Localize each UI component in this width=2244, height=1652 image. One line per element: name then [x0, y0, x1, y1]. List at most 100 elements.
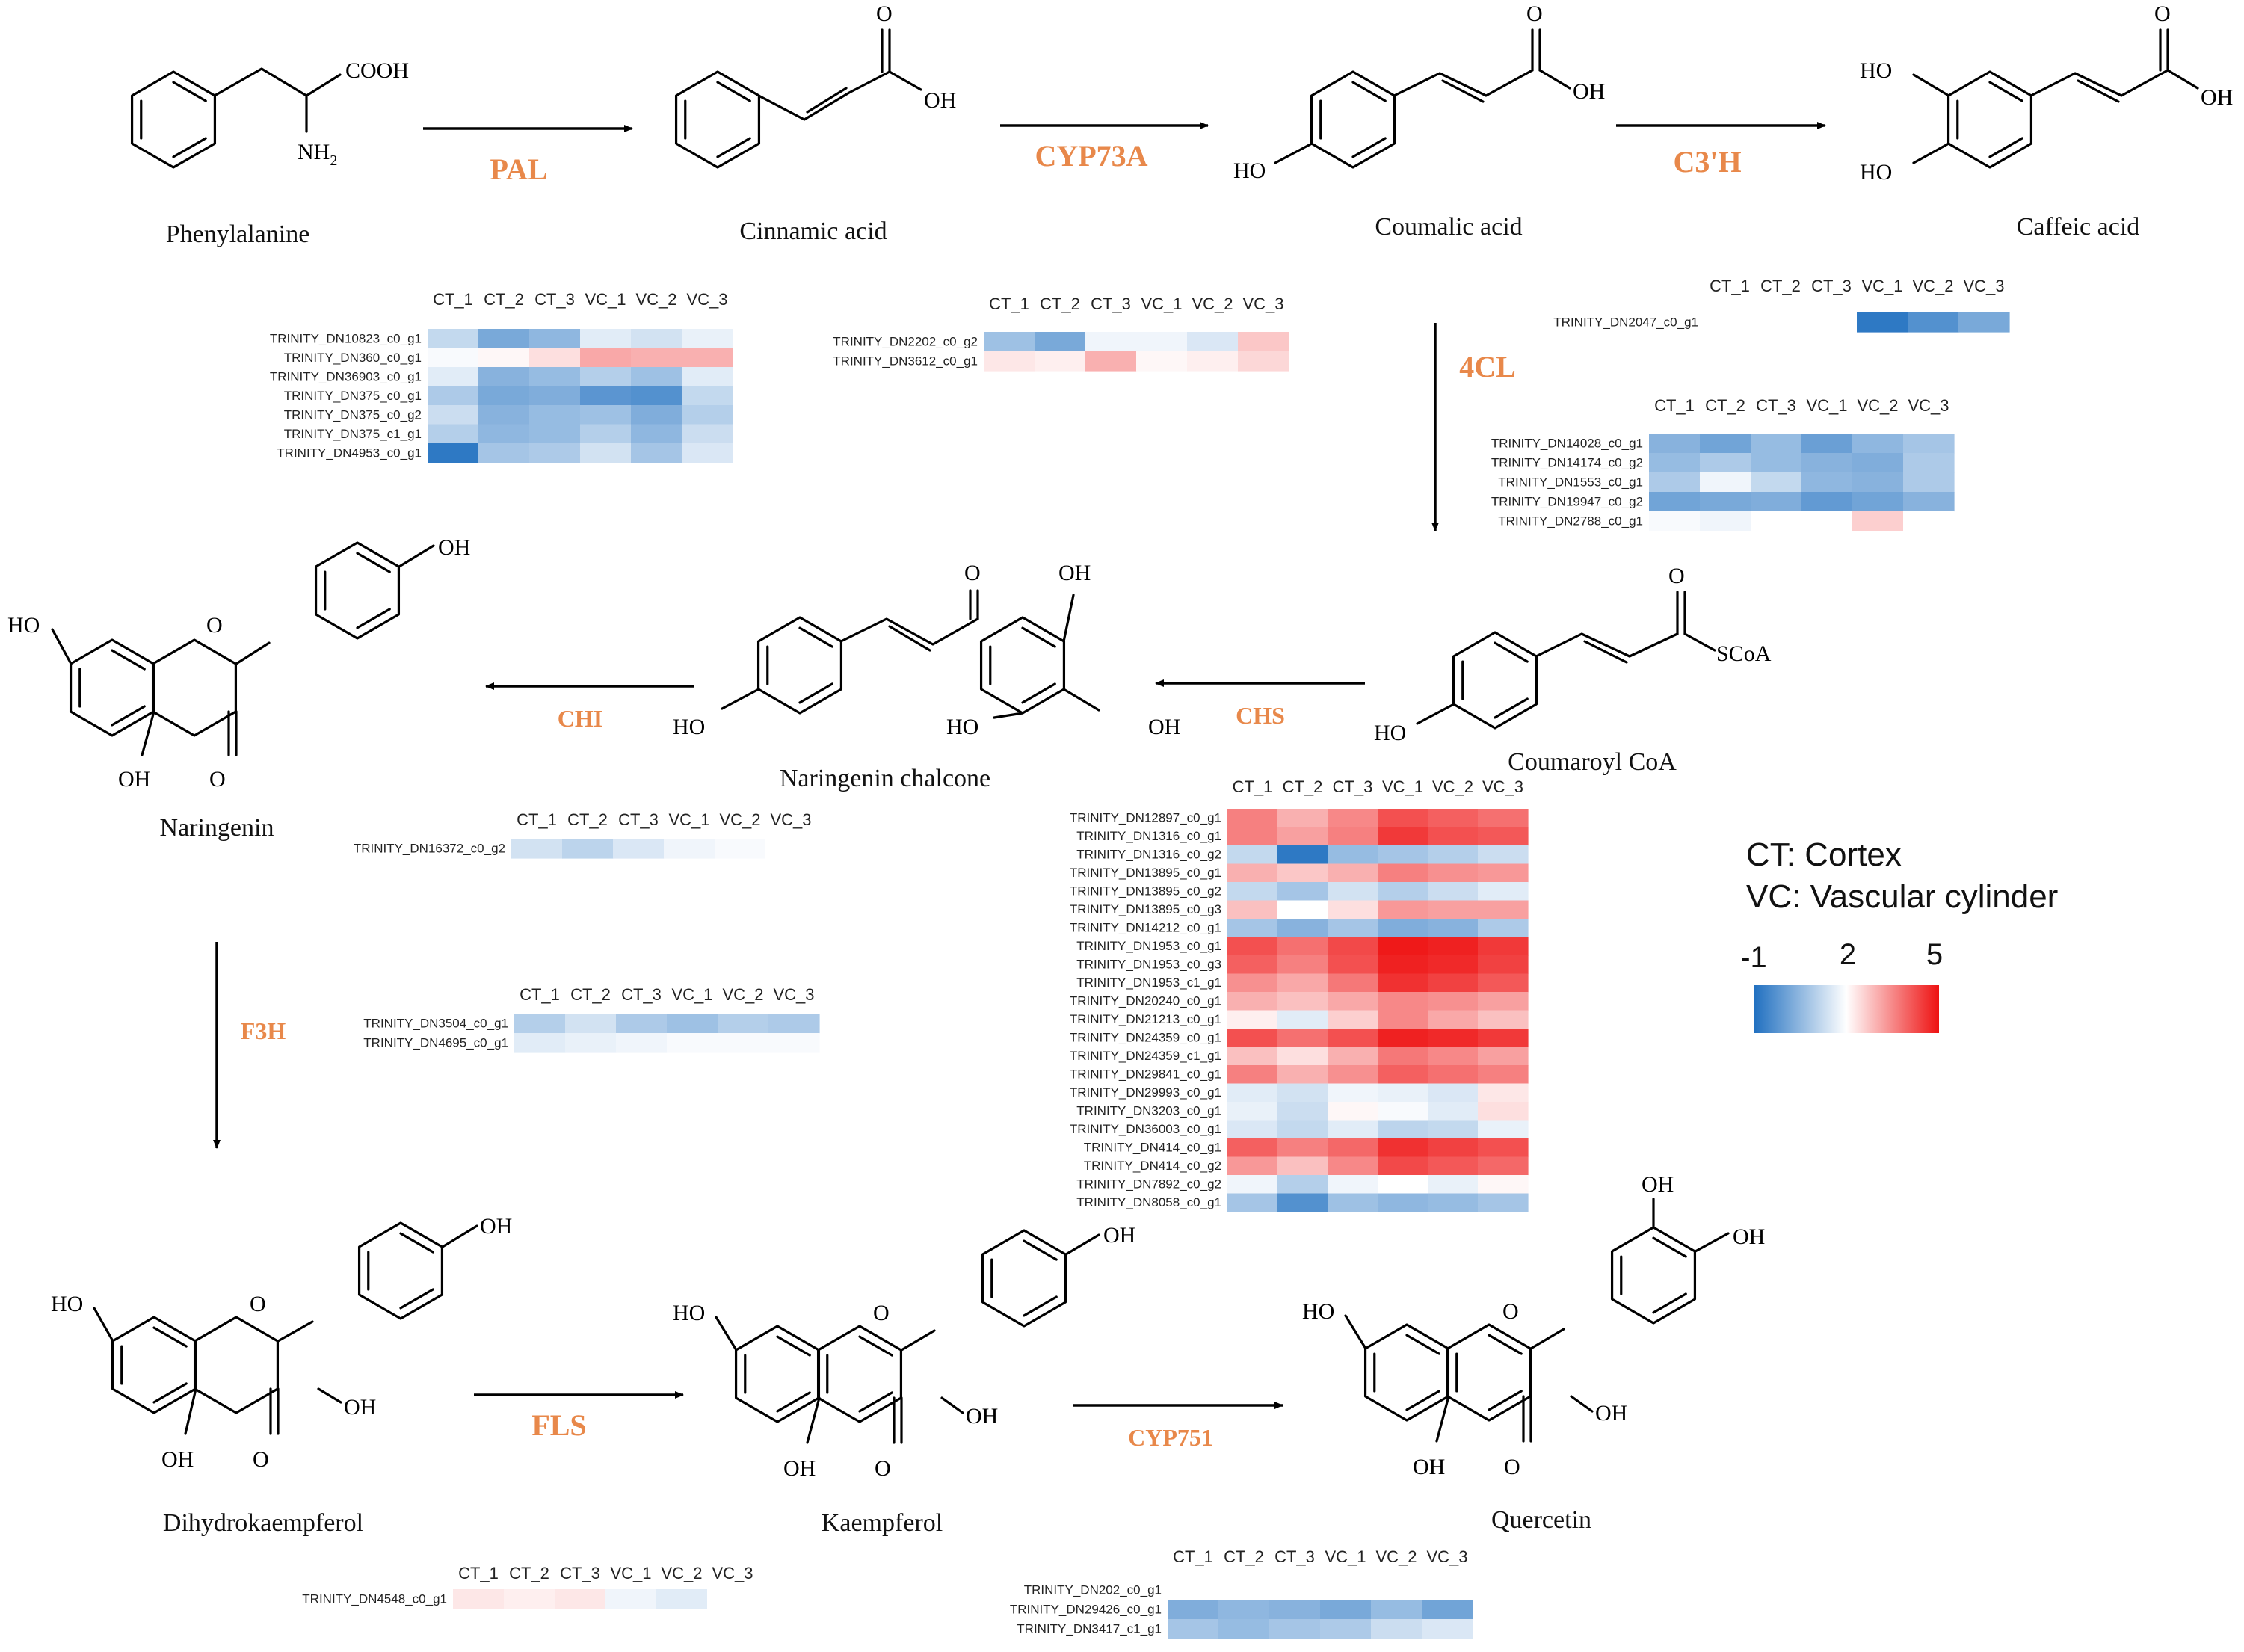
- heatmap-row-label: TRINITY_DN8058_c0_g1: [1076, 1195, 1221, 1209]
- heatmap-cell: [1649, 453, 1701, 473]
- heatmap-cell: [1320, 1619, 1372, 1639]
- heatmap-cell: [1700, 511, 1751, 531]
- heatmap-cell: [664, 839, 715, 859]
- heatmap-row-label: TRINITY_DN1953_c0_g1: [1076, 939, 1221, 953]
- heatmap-cell: [1428, 1083, 1479, 1103]
- heatmap-column-header: VC_3: [1908, 396, 1949, 415]
- heatmap-cell: [562, 839, 614, 859]
- heatmap-cell: [718, 1033, 769, 1053]
- heatmap-cell: [631, 386, 682, 406]
- heatmap-cell: [1328, 1175, 1378, 1195]
- heatmap-cell: [1428, 1047, 1479, 1066]
- atom-o: O: [964, 561, 981, 585]
- reaction-arrows: [213, 122, 1826, 1409]
- heatmap-row-label: TRINITY_DN7892_c0_g2: [1076, 1177, 1221, 1192]
- heatmap-cell: [1751, 492, 1802, 512]
- heatmap-cell: [682, 443, 733, 463]
- heatmap-cell: [580, 386, 632, 406]
- heatmap-cell: [1428, 919, 1479, 938]
- atom-o: O: [209, 767, 226, 792]
- heatmap-row-label: TRINITY_DN29426_c0_g1: [1010, 1603, 1162, 1617]
- heatmap-cell: [529, 386, 581, 406]
- heatmap-cell: [1903, 472, 1955, 493]
- heatmap-cell: [1478, 1029, 1529, 1048]
- heatmap-cell: [1478, 992, 1529, 1011]
- structure-kaempferol: [715, 1229, 1100, 1444]
- heatmap-cell: [1422, 1600, 1473, 1620]
- heatmap-cell: [453, 1589, 505, 1609]
- heatmap-cell: [1378, 1047, 1428, 1066]
- heatmap-cell: [1227, 955, 1278, 975]
- heatmap-cell: [478, 424, 530, 444]
- structure-dihydrokaempferol: [93, 1221, 478, 1435]
- compound-naringenin-chalcone: Naringenin chalcone: [780, 765, 990, 792]
- heatmap-cell: [1277, 937, 1328, 956]
- heatmap-row-label: TRINITY_DN24359_c1_g1: [1070, 1049, 1221, 1063]
- atom-o: O: [1668, 564, 1685, 588]
- atom-oh: OH: [480, 1214, 512, 1239]
- heatmap-column-header: CT_3: [1756, 396, 1796, 415]
- heatmap-cell: [1378, 845, 1428, 865]
- heatmap-cell: [1328, 937, 1378, 956]
- heatmap-row-label: TRINITY_DN14028_c0_g1: [1491, 437, 1643, 451]
- heatmap-cell: [1751, 453, 1802, 473]
- heatmap-cell: [1227, 827, 1278, 846]
- heatmap-cell: [1277, 809, 1328, 828]
- heatmap-cell: [1277, 900, 1328, 919]
- heatmap-column-header: CT_1: [1654, 396, 1695, 415]
- atom-ho: HO: [1374, 721, 1406, 745]
- heatmap-cell: [428, 424, 479, 444]
- heatmap-cell: [1428, 1010, 1479, 1029]
- atom-oh: OH: [1058, 561, 1091, 585]
- heatmap-cell: [1227, 1029, 1278, 1048]
- heatmap-cell: [1903, 453, 1955, 473]
- heatmap-cell: [1649, 492, 1701, 512]
- heatmap-cell: [1852, 472, 1904, 493]
- atom-labels: COOH NH2 O OH O OH HO O OH HO HO O SCoA …: [7, 1, 2233, 1481]
- heatmap-row-label: TRINITY_DN4695_c0_g1: [363, 1036, 508, 1050]
- heatmap-column-header: VC_1: [1861, 277, 1902, 295]
- heatmap-column-header: VC_3: [773, 985, 814, 1004]
- heatmap-cell: [707, 1589, 759, 1609]
- heatmap-cell: [1328, 955, 1378, 975]
- enzyme-c3h: C3'H: [1673, 145, 1741, 179]
- heatmap-cell: [1806, 312, 1858, 333]
- heatmap-cell: [1277, 845, 1328, 865]
- heatmap-cell: [1277, 1102, 1328, 1121]
- heatmap-row-label: TRINITY_DN14174_c0_g2: [1491, 456, 1643, 470]
- heatmap-column-header: CT_3: [1091, 295, 1131, 313]
- heatmap-cell: [1852, 434, 1904, 454]
- heatmap-cell: [718, 1014, 769, 1034]
- atom-o: O: [250, 1292, 266, 1316]
- compound-quercetin: Quercetin: [1491, 1506, 1591, 1534]
- heatmap-cell: [1277, 973, 1328, 993]
- heatmap-cell: [1277, 1065, 1328, 1085]
- molecule-structures: [51, 28, 2199, 1444]
- compound-kaempferol: Kaempferol: [822, 1509, 943, 1537]
- heatmap-column-header: CT_2: [509, 1564, 549, 1582]
- heatmap-cell: [1700, 472, 1751, 493]
- heatmap-cell: [1478, 1120, 1529, 1139]
- heatmap-row-label: TRINITY_DN10823_c0_g1: [270, 331, 422, 345]
- heatmap-cell: [1378, 973, 1428, 993]
- heatmap-column-header: VC_3: [1426, 1547, 1467, 1566]
- heatmap-cell: [1378, 992, 1428, 1011]
- heatmap-column-header: VC_3: [1242, 295, 1283, 313]
- compound-names: Phenylalanine Cinnamic acid Coumalic aci…: [160, 213, 2140, 1537]
- heatmap-cell: [1700, 492, 1751, 512]
- heatmap-cell: [1801, 453, 1853, 473]
- heatmap-cell: [428, 405, 479, 425]
- heatmap-cell: [1328, 863, 1378, 883]
- heatmap-cell: [1428, 863, 1479, 883]
- heatmap-column-header: CT_1: [458, 1564, 499, 1582]
- heatmap-row-label: TRINITY_DN13895_c0_g3: [1070, 902, 1221, 916]
- heatmap-cell: [1227, 845, 1278, 865]
- atom-o: O: [1526, 1, 1543, 26]
- heatmap-cell: [1478, 863, 1529, 883]
- heatmap-row-label: TRINITY_DN3417_c1_g1: [1017, 1622, 1162, 1636]
- heatmap-column-header: CT_2: [567, 810, 608, 829]
- heatmap-row-label: TRINITY_DN375_c0_g2: [284, 407, 422, 422]
